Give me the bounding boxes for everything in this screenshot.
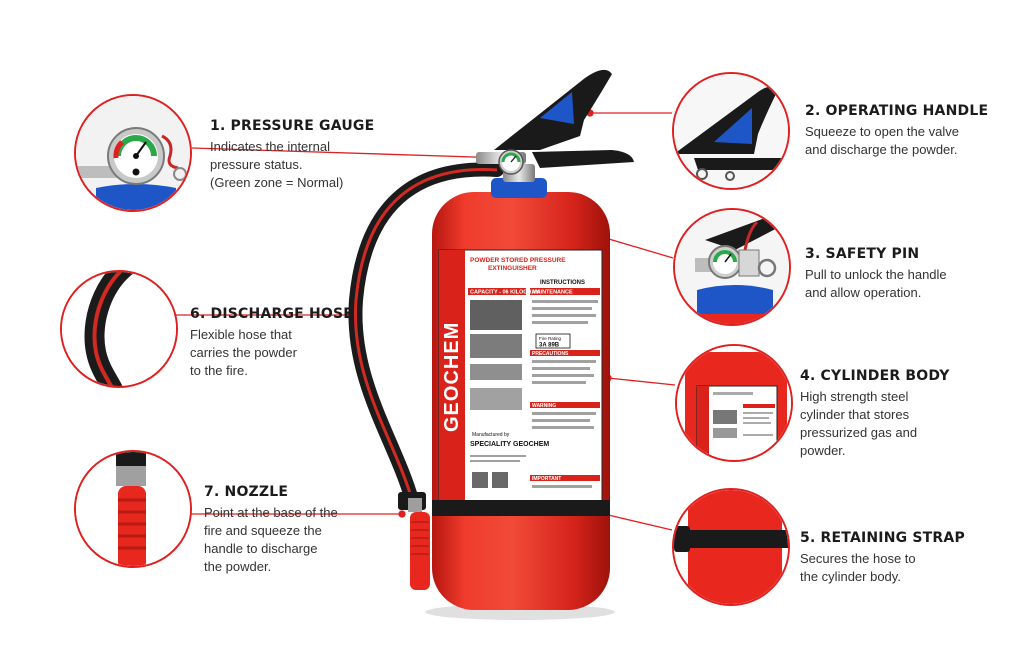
hose-red-stripe	[353, 168, 498, 501]
detail-circle-nozzle	[74, 450, 192, 568]
callout-cylinder-body: 4. CYLINDER BODY High strength steel cyl…	[800, 368, 950, 460]
callout-title: 7. NOZZLE	[204, 484, 289, 500]
leader-line-strap	[603, 513, 673, 531]
callout-title: 2. OPERATING HANDLE	[805, 103, 989, 119]
callout-pressure-gauge: 1. PRESSURE GAUGE Indicates the internal…	[210, 118, 374, 192]
callout-line: the cylinder body.	[800, 569, 901, 584]
callout-title: 1. PRESSURE GAUGE	[210, 118, 375, 134]
detail-circle-retaining-strap	[672, 488, 790, 606]
leader-dot-nozzle	[398, 510, 406, 518]
label-maintenance: MAINTENANCE	[532, 290, 573, 296]
callout-line: High strength steel	[800, 389, 909, 404]
callout-line: and discharge the powder.	[805, 142, 958, 157]
callout-title: 4. CYLINDER BODY	[800, 368, 950, 384]
detail-circle-safety-pin	[673, 208, 791, 326]
callout-line: carries the powder	[190, 345, 297, 360]
label-manufacturer-label: Manufactured by	[472, 432, 510, 438]
callout-retaining-strap: 5. RETAINING STRAP Secures the hose to t…	[800, 530, 965, 586]
nozzle-shape	[410, 512, 430, 590]
label-instructions: INSTRUCTIONS	[540, 280, 585, 286]
label-fire-rating-value: 3A 89B	[539, 343, 560, 349]
callout-line: and allow operation.	[805, 285, 922, 300]
label-warning: WARNING	[532, 403, 556, 409]
callout-line: Squeeze to open the valve	[805, 124, 959, 139]
callout-nozzle: 7. NOZZLE Point at the base of the fire …	[204, 484, 338, 576]
handle-blue-insert	[540, 92, 574, 124]
callout-line: fire and squeeze the	[204, 523, 322, 538]
callout-title: 5. RETAINING STRAP	[800, 530, 965, 546]
label-capacity: CAPACITY - 06 KILOGRAM	[470, 290, 540, 296]
callout-line: pressure status.	[210, 157, 303, 172]
detail-circle-operating-handle	[672, 72, 790, 190]
detail-circle-pressure-gauge	[74, 94, 192, 212]
callout-line: Indicates the internal	[210, 139, 330, 154]
callout-line: Flexible hose that	[190, 327, 292, 342]
strap-shape	[432, 500, 610, 516]
callout-operating-handle: 2. OPERATING HANDLE Squeeze to open the …	[805, 103, 988, 159]
label-precautions: PRECAUTIONS	[532, 351, 569, 357]
callout-line: Point at the base of the	[204, 505, 338, 520]
callout-line: cylinder that stores	[800, 407, 910, 422]
callout-discharge-hose: 6. DISCHARGE HOSE Flexible hose that car…	[190, 306, 353, 380]
label-brand: GEOCHEM	[441, 322, 463, 432]
label-manufacturer-name: SPECIALITY GEOCHEM	[470, 441, 549, 448]
callout-line: to the fire.	[190, 363, 248, 378]
leader-line-gauge	[191, 147, 506, 159]
callout-line: Pull to unlock the handle	[805, 267, 947, 282]
valve-collar	[491, 178, 547, 198]
label-brand-stripe	[439, 250, 465, 502]
callout-safety-pin: 3. SAFETY PIN Pull to unlock the handle …	[805, 246, 947, 302]
callout-title: 3. SAFETY PIN	[805, 246, 920, 262]
callout-line: pressurized gas and	[800, 425, 918, 440]
detail-circle-discharge-hose	[60, 270, 178, 388]
handle-lever-bottom	[532, 150, 634, 168]
callout-line: handle to discharge	[204, 541, 318, 556]
callout-title: 6. DISCHARGE HOSE	[190, 306, 354, 322]
label-type-line1: POWDER STORED PRESSURE	[470, 257, 566, 264]
label-important: IMPORTANT	[532, 476, 561, 482]
label-fire-rating-title: Fire Rating	[539, 336, 562, 341]
callout-line: Secures the hose to	[800, 551, 916, 566]
callout-line: (Green zone = Normal)	[210, 175, 344, 190]
label-type-line2: EXTINGUISHER	[488, 265, 537, 272]
detail-circle-cylinder-body	[675, 344, 793, 462]
callout-line: the powder.	[204, 559, 272, 574]
leader-line-body	[607, 377, 676, 386]
callout-line: powder.	[800, 443, 846, 458]
